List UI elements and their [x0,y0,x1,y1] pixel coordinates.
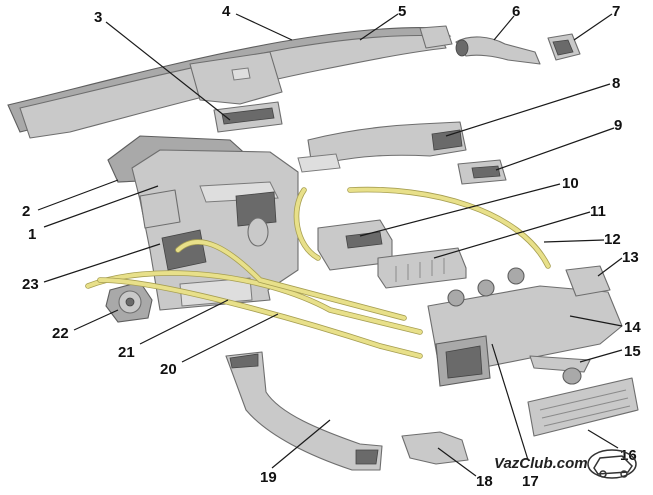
callout-labels: 1 2 3 4 5 6 7 8 9 10 11 12 13 14 15 16 1… [22,3,641,490]
callout-13: 13 [622,249,639,266]
callout-22: 22 [52,325,69,342]
callout-12: 12 [604,231,621,248]
rear-floor-duct-part [225,351,383,471]
callout-9: 9 [614,117,622,134]
callout-14: 14 [624,319,641,336]
control-connector-part [377,247,467,289]
callout-8: 8 [612,75,620,92]
callout-15: 15 [624,343,641,360]
leader-lines [37,13,623,477]
dashboard-duct-part [7,25,453,139]
control-lever-part [529,355,591,385]
small-connector-part [457,159,507,185]
center-vent-nozzle-part [213,101,283,133]
callout-20: 20 [160,361,177,378]
blower-motor-part [105,281,153,323]
car-logo-icon [587,449,637,479]
callout-19: 19 [260,469,277,486]
watermark: VazClub.com [494,449,637,479]
floor-duct-part [297,121,467,173]
callout-1: 1 [28,226,36,243]
callout-10: 10 [562,175,579,192]
control-cables [85,186,551,359]
side-duct-elbow-part [455,36,541,65]
callout-5: 5 [398,3,406,20]
watermark-text: VazClub.com [494,455,588,472]
callout-23: 23 [22,276,39,293]
panel-grille-part [527,377,639,437]
heater-housing-part [107,135,299,311]
side-vent-nozzle-part [547,33,581,61]
callout-17: 17 [522,473,539,490]
small-floor-duct-part [401,431,469,465]
callout-18: 18 [476,473,493,490]
callout-11: 11 [590,203,606,220]
callout-3: 3 [94,9,102,26]
callout-2: 2 [22,203,30,220]
callout-7: 7 [612,3,620,20]
callout-21: 21 [118,344,135,361]
control-panel-part [427,265,623,387]
callout-6: 6 [512,3,520,20]
callout-4: 4 [222,3,231,20]
